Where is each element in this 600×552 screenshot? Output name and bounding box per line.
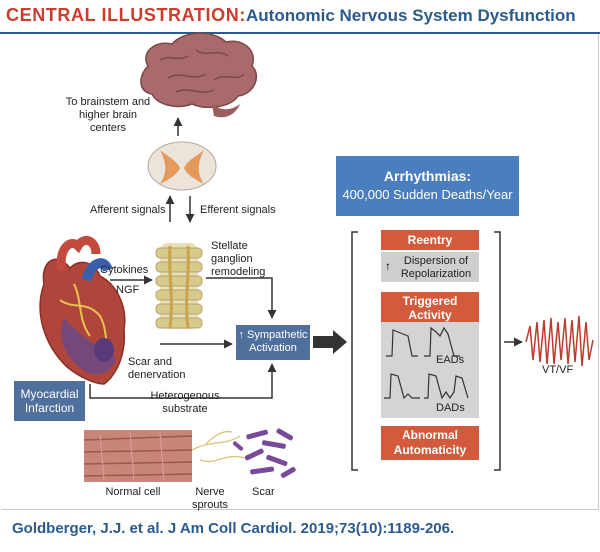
sympathetic-activation-box: ↑ Sympathetic Activation [236, 325, 310, 360]
stellate-ganglion-illustration [155, 243, 203, 329]
left-bracket [351, 231, 358, 471]
ngf-label: NGF [116, 284, 140, 296]
heterogenous-label: Heterogenous substrate [150, 390, 220, 415]
brain-label: To brainstem and higher brain centers [65, 96, 151, 134]
big-arrow [313, 330, 347, 354]
up-arrow-icon: ↑ [385, 259, 391, 273]
reentry-header: Reentry [381, 230, 479, 250]
cytokines-label: Cytokines [100, 264, 149, 276]
vtvf-waveform [525, 315, 594, 367]
arrhythmias-subtitle: 400,000 Sudden Deaths/Year [342, 187, 513, 202]
arrhythmias-title: Arrhythmias: [383, 168, 472, 184]
abnormal-automaticity-box: Abnormal Automaticity [381, 426, 479, 460]
triggered-header: Triggered Activity [381, 292, 479, 322]
right-bracket [494, 231, 501, 471]
page-title: Autonomic Nervous System Dysfunction [246, 6, 576, 25]
myocardial-infarction-box: Myocardial Infarction [14, 381, 85, 421]
sympathetic-label: Sympathetic Activation [247, 329, 308, 354]
eads-label: EADs [436, 354, 465, 366]
title-bar: CENTRAL ILLUSTRATION: Autonomic Nervous … [0, 0, 600, 34]
vtvf-label: VT/VF [542, 364, 574, 376]
up-arrow-icon: ↑ [238, 329, 248, 341]
dad-traces [384, 373, 469, 400]
tissue-illustration [83, 428, 296, 482]
dads-label: DADs [436, 402, 465, 414]
brain-illustration [140, 32, 258, 118]
citation: Goldberger, J.J. et al. J Am Coll Cardio… [12, 520, 455, 537]
figure-frame [1, 34, 599, 510]
normal-cell-label: Normal cell [105, 486, 161, 498]
afferent-label: Afferent signals [90, 204, 166, 216]
reentry-panel: ↑ Dispersion of Repolarization [381, 252, 479, 282]
reentry-detail: Dispersion of Repolarization [400, 255, 472, 280]
stellate-label: Stellate ganglion remodeling [211, 240, 266, 278]
title-prefix: CENTRAL ILLUSTRATION: [6, 5, 246, 25]
spinal-cord-illustration [147, 141, 217, 191]
scar-label: Scar [252, 486, 275, 498]
nerve-sprouts-label: Nerve sprouts [191, 486, 229, 511]
arrhythmias-box: Arrhythmias: 400,000 Sudden Deaths/Year [336, 156, 519, 216]
heart-illustration [39, 236, 126, 385]
scar-denervation-label: Scar and denervation [128, 356, 186, 381]
efferent-label: Efferent signals [200, 204, 276, 216]
ead-traces [386, 326, 460, 357]
